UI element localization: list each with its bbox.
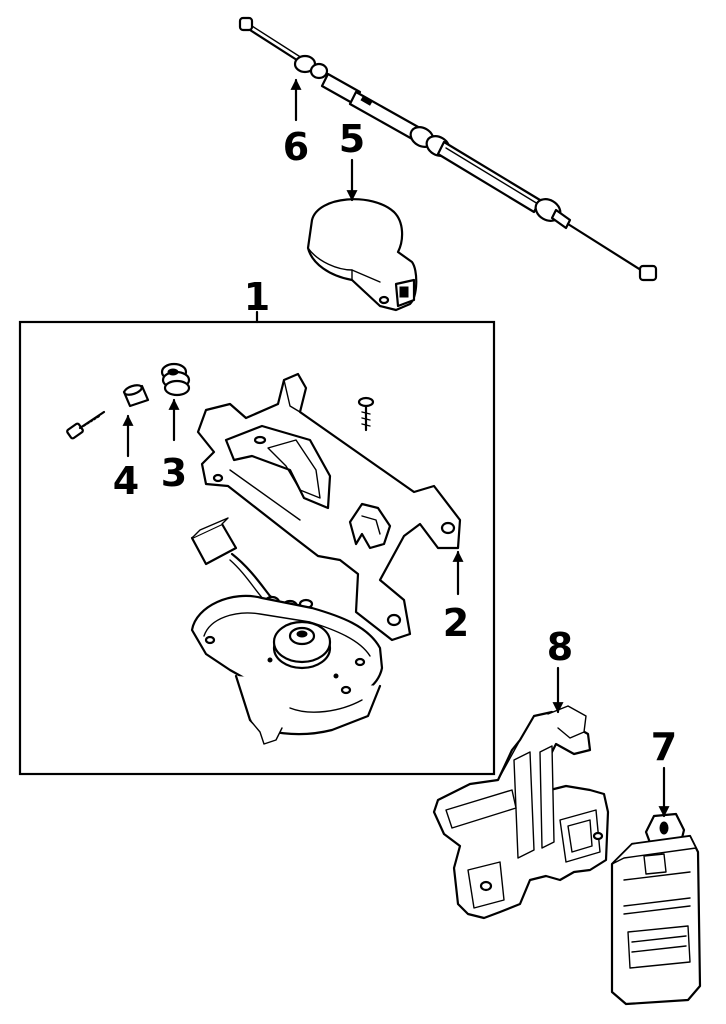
callout-label-1: 1: [244, 275, 270, 319]
actuator-cover[interactable]: [306, 198, 418, 312]
callout-label-8: 8: [547, 625, 573, 669]
callout-label-7: 7: [651, 725, 677, 769]
callout-label-2: 2: [443, 601, 469, 645]
actuator-motor[interactable]: [190, 517, 384, 745]
callout-label-6: 6: [283, 125, 309, 169]
callout-label-3: 3: [161, 451, 187, 495]
control-module[interactable]: [610, 812, 702, 1006]
callout-arrows: [122, 78, 670, 818]
screw[interactable]: [357, 396, 375, 432]
callout-label-4: 4: [113, 459, 139, 503]
callout-label-5: 5: [339, 117, 365, 161]
bolt[interactable]: [66, 383, 150, 440]
cable-assembly[interactable]: [238, 16, 658, 282]
mounting-bracket[interactable]: [196, 372, 462, 642]
grommet[interactable]: [160, 362, 191, 397]
support-bracket[interactable]: [432, 705, 610, 920]
